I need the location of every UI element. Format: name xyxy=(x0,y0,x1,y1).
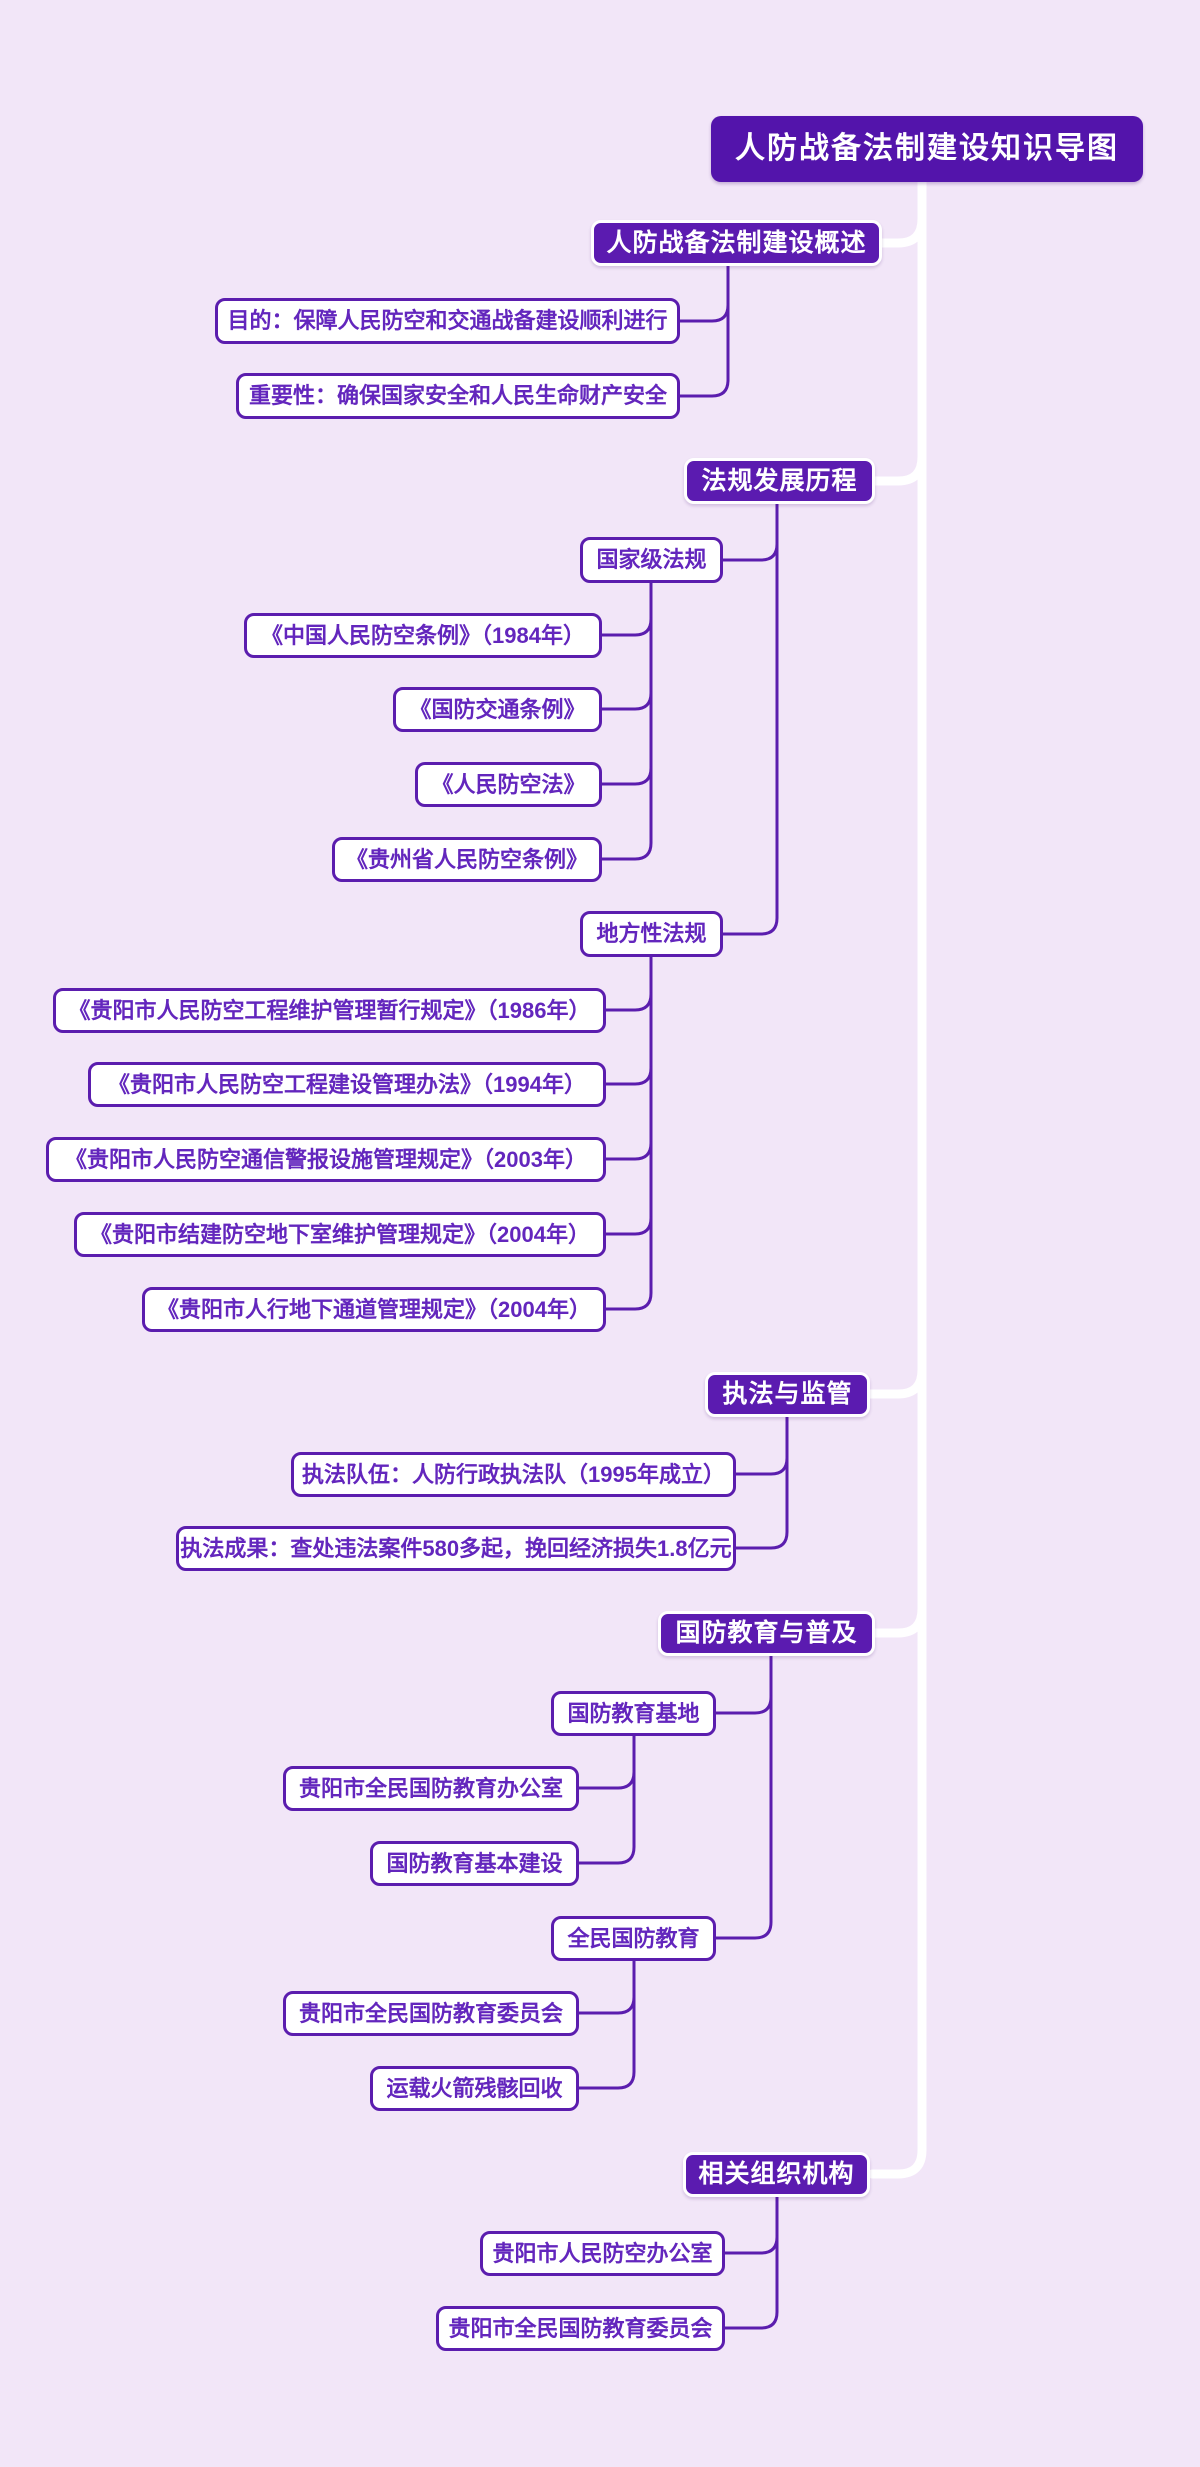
node-label: 《贵阳市人民防空通信警报设施管理规定》（2003年） xyxy=(65,1146,587,1172)
node-reg-1994[interactable]: 《贵阳市人民防空工程建设管理办法》（1994年） xyxy=(88,1062,606,1107)
node-label: 《贵阳市人民防空工程维护管理暂行规定》（1986年） xyxy=(68,997,591,1023)
branch-label: 执法与监管 xyxy=(722,1380,853,1409)
node-label: 贵阳市人民防空办公室 xyxy=(492,2240,713,2266)
node-defense-transport-law[interactable]: 《国防交通条例》 xyxy=(393,687,602,732)
node-national-laws[interactable]: 国家级法规 xyxy=(580,537,723,583)
branch-defense-education[interactable]: 国防教育与普及 xyxy=(658,1611,875,1656)
node-guizhou-regulation[interactable]: 《贵州省人民防空条例》 xyxy=(332,837,602,882)
node-label: 《国防交通条例》 xyxy=(409,696,586,722)
node-label: 《贵阳市结建防空地下室维护管理规定》（2004年） xyxy=(90,1221,590,1247)
branch-label: 人防战备法制建设概述 xyxy=(606,228,867,257)
node-air-defense-office[interactable]: 贵阳市人民防空办公室 xyxy=(480,2231,725,2276)
branch-label: 法规发展历程 xyxy=(701,466,858,495)
node-label: 运载火箭残骸回收 xyxy=(386,2075,563,2101)
node-label: 《贵阳市人民防空工程建设管理办法》（1994年） xyxy=(108,1071,586,1097)
child-connectors xyxy=(575,262,789,2330)
node-national-education[interactable]: 全民国防教育 xyxy=(551,1916,716,1961)
node-local-laws[interactable]: 地方性法规 xyxy=(580,911,723,957)
node-importance[interactable]: 重要性：确保国家安全和人民生命财产安全 xyxy=(236,373,680,419)
node-law-1984[interactable]: 《中国人民防空条例》（1984年） xyxy=(244,613,602,658)
root-node[interactable]: 人防战备法制建设知识导图 xyxy=(711,116,1143,182)
node-label: 《人民防空法》 xyxy=(431,771,586,797)
branch-overview[interactable]: 人防战备法制建设概述 xyxy=(591,220,882,266)
node-enforcement-results[interactable]: 执法成果：查处违法案件580多起，挽回经济损失1.8亿元 xyxy=(176,1526,736,1571)
node-label: 贵阳市全民国防教育委员会 xyxy=(448,2315,713,2341)
node-label: 目的：保障人民防空和交通战备建设顺利进行 xyxy=(227,308,668,334)
node-education-committee[interactable]: 贵阳市全民国防教育委员会 xyxy=(283,1991,579,2036)
node-label: 地方性法规 xyxy=(596,921,707,947)
node-rocket-debris-recovery[interactable]: 运载火箭残骸回收 xyxy=(370,2066,579,2111)
node-reg-2003[interactable]: 《贵阳市人民防空通信警报设施管理规定》（2003年） xyxy=(46,1137,606,1182)
node-enforcement-team[interactable]: 执法队伍：人防行政执法队（1995年成立） xyxy=(291,1452,736,1497)
node-education-committee-org[interactable]: 贵阳市全民国防教育委员会 xyxy=(436,2306,725,2351)
node-reg-2004-basement[interactable]: 《贵阳市结建防空地下室维护管理规定》（2004年） xyxy=(74,1212,606,1257)
node-reg-2004-passage[interactable]: 《贵阳市人行地下通道管理规定》（2004年） xyxy=(142,1287,606,1332)
node-education-base[interactable]: 国防教育基地 xyxy=(551,1691,716,1736)
node-label: 全民国防教育 xyxy=(567,1925,700,1951)
node-education-construction[interactable]: 国防教育基本建设 xyxy=(370,1841,579,1886)
node-label: 《中国人民防空条例》（1984年） xyxy=(261,622,585,648)
root-label: 人防战备法制建设知识导图 xyxy=(735,131,1119,165)
node-label: 《贵州省人民防空条例》 xyxy=(345,846,588,872)
branch-organizations[interactable]: 相关组织机构 xyxy=(683,2152,870,2197)
node-reg-1986[interactable]: 《贵阳市人民防空工程维护管理暂行规定》（1986年） xyxy=(53,988,606,1033)
node-label: 贵阳市全民国防教育委员会 xyxy=(298,2000,563,2026)
node-education-office[interactable]: 贵阳市全民国防教育办公室 xyxy=(283,1766,579,1811)
node-civil-air-defense-law[interactable]: 《人民防空法》 xyxy=(415,762,602,807)
node-label: 国家级法规 xyxy=(596,547,707,573)
node-label: 执法队伍：人防行政执法队（1995年成立） xyxy=(302,1461,725,1487)
node-label: 国防教育基本建设 xyxy=(386,1850,563,1876)
branch-law-history[interactable]: 法规发展历程 xyxy=(684,458,875,504)
node-label: 重要性：确保国家安全和人民生命财产安全 xyxy=(248,383,667,409)
branch-label: 相关组织机构 xyxy=(698,2160,855,2189)
trunk-connectors xyxy=(861,175,927,2179)
node-label: 国防教育基地 xyxy=(567,1700,700,1726)
node-purpose[interactable]: 目的：保障人民防空和交通战备建设顺利进行 xyxy=(215,298,680,344)
node-label: 贵阳市全民国防教育办公室 xyxy=(298,1775,563,1801)
branch-label: 国防教育与普及 xyxy=(675,1619,858,1648)
node-label: 《贵阳市人行地下通道管理规定》（2004年） xyxy=(157,1296,591,1322)
branch-enforcement[interactable]: 执法与监管 xyxy=(705,1372,870,1417)
node-label: 执法成果：查处违法案件580多起，挽回经济损失1.8亿元 xyxy=(180,1535,732,1561)
